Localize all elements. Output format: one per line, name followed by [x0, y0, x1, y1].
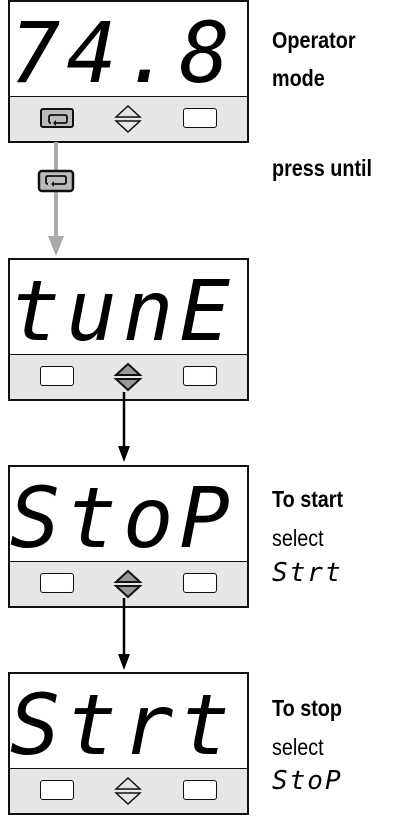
lcd-readout: StoP: [10, 469, 236, 561]
key-bar: [10, 769, 247, 813]
lcd-readout: tunE: [10, 262, 236, 354]
start-select-label: select: [272, 525, 324, 551]
operator-label-line2: mode: [272, 65, 325, 91]
display-panel-start: Strt: [8, 672, 249, 815]
lcd-readout: 274.8: [10, 4, 236, 96]
key-bar: [10, 97, 247, 141]
up-down-arrows-icon[interactable]: [108, 357, 148, 397]
press-until-label: press until: [272, 155, 373, 181]
to-stop-label: To stop: [272, 695, 342, 721]
scroll-button[interactable]: [40, 780, 74, 800]
black-arrowhead-1: [118, 446, 130, 462]
up-down-arrows-icon[interactable]: [108, 99, 148, 139]
up-down-arrows-icon[interactable]: [108, 564, 148, 604]
loop-arrow-icon: [48, 114, 68, 126]
display-value: StoP: [10, 469, 236, 561]
up-down-arrows-icon[interactable]: [108, 771, 148, 811]
black-arrowhead-2: [118, 654, 130, 670]
right-button[interactable]: [183, 366, 217, 386]
display-panel-tune: tunE: [8, 258, 249, 401]
stop-select-label: select: [272, 734, 324, 760]
scroll-button[interactable]: [40, 366, 74, 386]
display-value: tunE: [10, 262, 236, 354]
lcd-display: Strt: [10, 674, 247, 770]
operator-label-line1: Operator: [272, 27, 356, 53]
right-button[interactable]: [183, 573, 217, 593]
floating-scroll-key: [37, 169, 75, 193]
display-value: 274.8: [10, 4, 236, 96]
gray-arrowhead: [48, 236, 64, 256]
lcd-readout: Strt: [10, 676, 236, 768]
display-panel-operator: 274.8: [8, 0, 249, 143]
start-code: Strt: [272, 558, 343, 588]
to-start-label: To start: [272, 486, 344, 512]
display-value: Strt: [10, 676, 236, 768]
right-button[interactable]: [183, 108, 217, 128]
key-bar: [10, 355, 247, 399]
key-bar: [10, 562, 247, 606]
stop-code: StoP: [272, 766, 343, 796]
scroll-button[interactable]: [40, 573, 74, 593]
display-panel-stop: StoP: [8, 465, 249, 608]
scroll-button[interactable]: [40, 108, 74, 128]
right-button[interactable]: [183, 780, 217, 800]
